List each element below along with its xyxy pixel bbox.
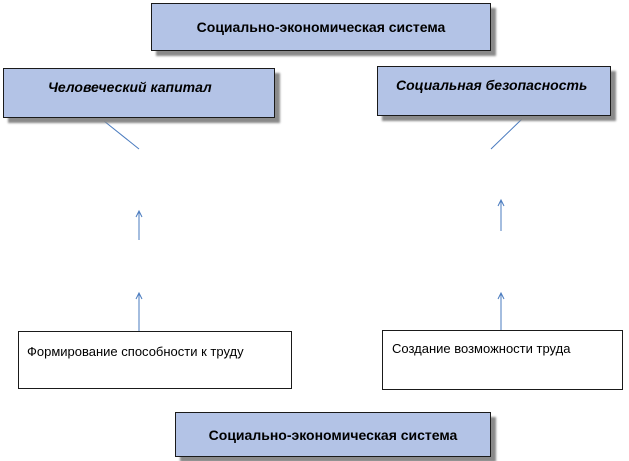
arrowhead-right-lower bbox=[497, 291, 505, 300]
connector-human-capital bbox=[103, 120, 140, 150]
connector-social-security bbox=[490, 118, 523, 150]
arrowhead-left-lower bbox=[135, 291, 143, 300]
bottom-system-box: Социально-экономическая система bbox=[175, 412, 491, 457]
arrowhead-left-upper bbox=[135, 209, 143, 218]
top-system-box: Социально-экономическая система bbox=[151, 3, 491, 51]
top-system-label: Социально-экономическая система bbox=[196, 19, 446, 35]
bottom-system-label: Социально-экономическая система bbox=[208, 426, 458, 443]
social-security-label: Социальная безопасность bbox=[396, 77, 588, 93]
social-security-box: Социальная безопасность bbox=[377, 66, 611, 116]
ability-to-work-box: Формирование способности к труду bbox=[18, 331, 292, 389]
arrowhead-right-upper bbox=[497, 198, 505, 207]
human-capital-box: Человеческий капитал bbox=[3, 68, 275, 118]
work-opportunity-label: Создание возможности труда bbox=[392, 341, 571, 356]
work-opportunity-box: Создание возможности труда bbox=[382, 330, 623, 390]
human-capital-label: Человеческий капитал bbox=[48, 79, 212, 95]
ability-to-work-label: Формирование способности к труду bbox=[27, 344, 244, 359]
